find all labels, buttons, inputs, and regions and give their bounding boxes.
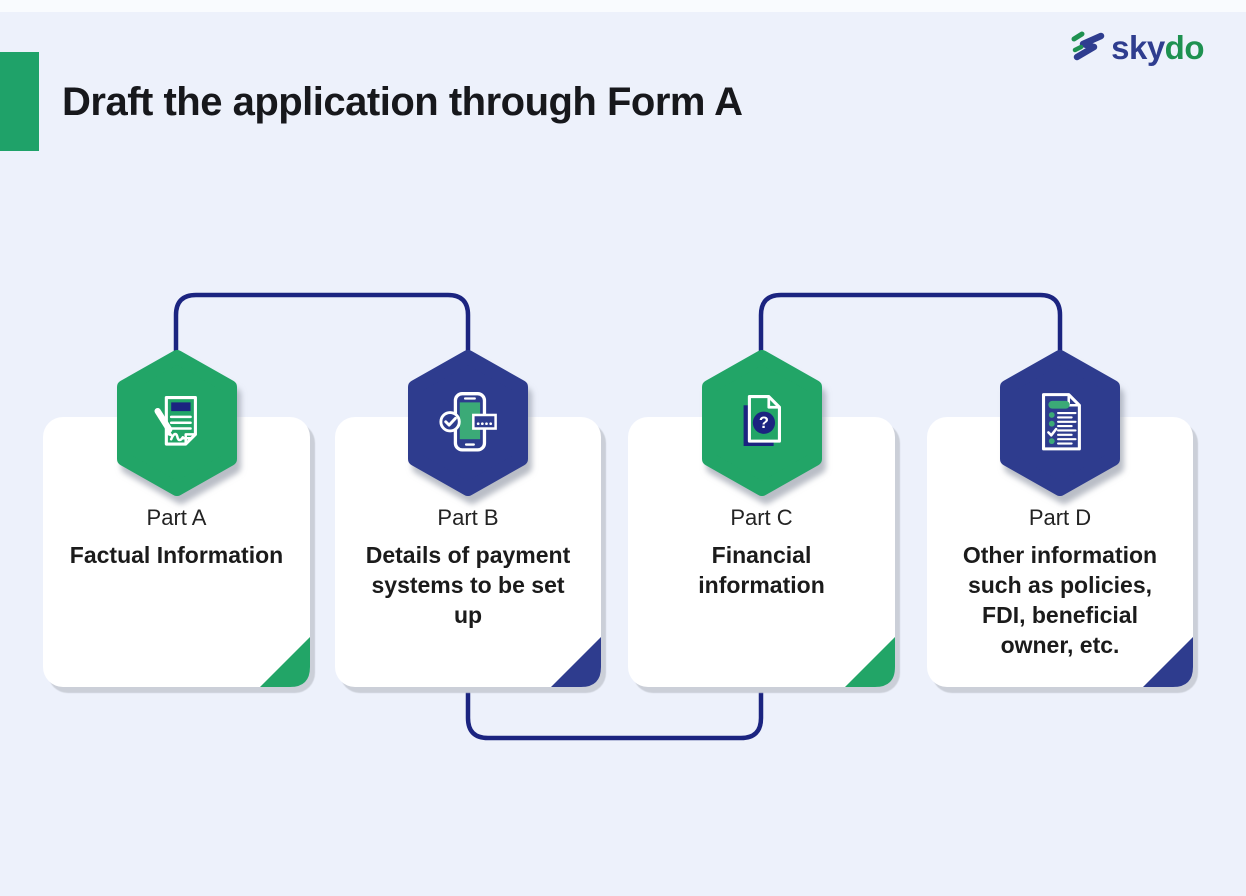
phone-payment-icon	[439, 392, 497, 452]
skydo-logo: skydo	[1070, 28, 1205, 66]
page-title: Draft the application through Form A	[62, 80, 743, 124]
corner-fold-green	[260, 637, 310, 687]
logo-text-do: do	[1164, 28, 1205, 66]
hexagon-badge-green: ?	[696, 349, 828, 497]
connector-c-d	[758, 292, 1063, 356]
card-part-a: Part A Factual Information	[43, 350, 310, 687]
card-description: Factual Information	[69, 542, 284, 568]
logo-text-sky: sky	[1111, 28, 1165, 66]
hexagon-badge-green	[111, 349, 243, 497]
card-description: Financial information	[698, 542, 825, 598]
part-label: Part C	[730, 505, 793, 530]
card-part-d: Part D Other information such as policie…	[927, 350, 1193, 687]
top-strip	[0, 0, 1246, 12]
question-mark-glyph: ?	[758, 414, 768, 432]
part-label: Part D	[1028, 505, 1092, 530]
skydo-logo-text: skydo	[1111, 31, 1204, 64]
checklist-icon	[1041, 393, 1081, 451]
connector-b-c	[465, 681, 764, 741]
card-description: Details of payment systems to be set up	[365, 542, 571, 628]
skydo-logo-icon	[1071, 31, 1105, 61]
hexagon-badge-navy	[994, 349, 1126, 497]
connector-a-b	[173, 292, 471, 356]
corner-fold-navy	[1143, 637, 1193, 687]
part-label: Part B	[437, 505, 499, 530]
document-signature-icon	[153, 395, 197, 446]
corner-fold-green	[845, 637, 895, 687]
title-accent-bar	[0, 52, 39, 151]
document-question-icon: ?	[743, 395, 781, 446]
part-label: Part A	[146, 505, 207, 530]
card-part-b: Part B Details of payment systems to be …	[335, 350, 601, 687]
corner-fold-navy	[551, 637, 601, 687]
hexagon-badge-navy	[402, 349, 534, 497]
card-part-c: ? Part C Financial information	[628, 350, 895, 687]
card-description: Other information such as policies, FDI,…	[962, 542, 1158, 658]
